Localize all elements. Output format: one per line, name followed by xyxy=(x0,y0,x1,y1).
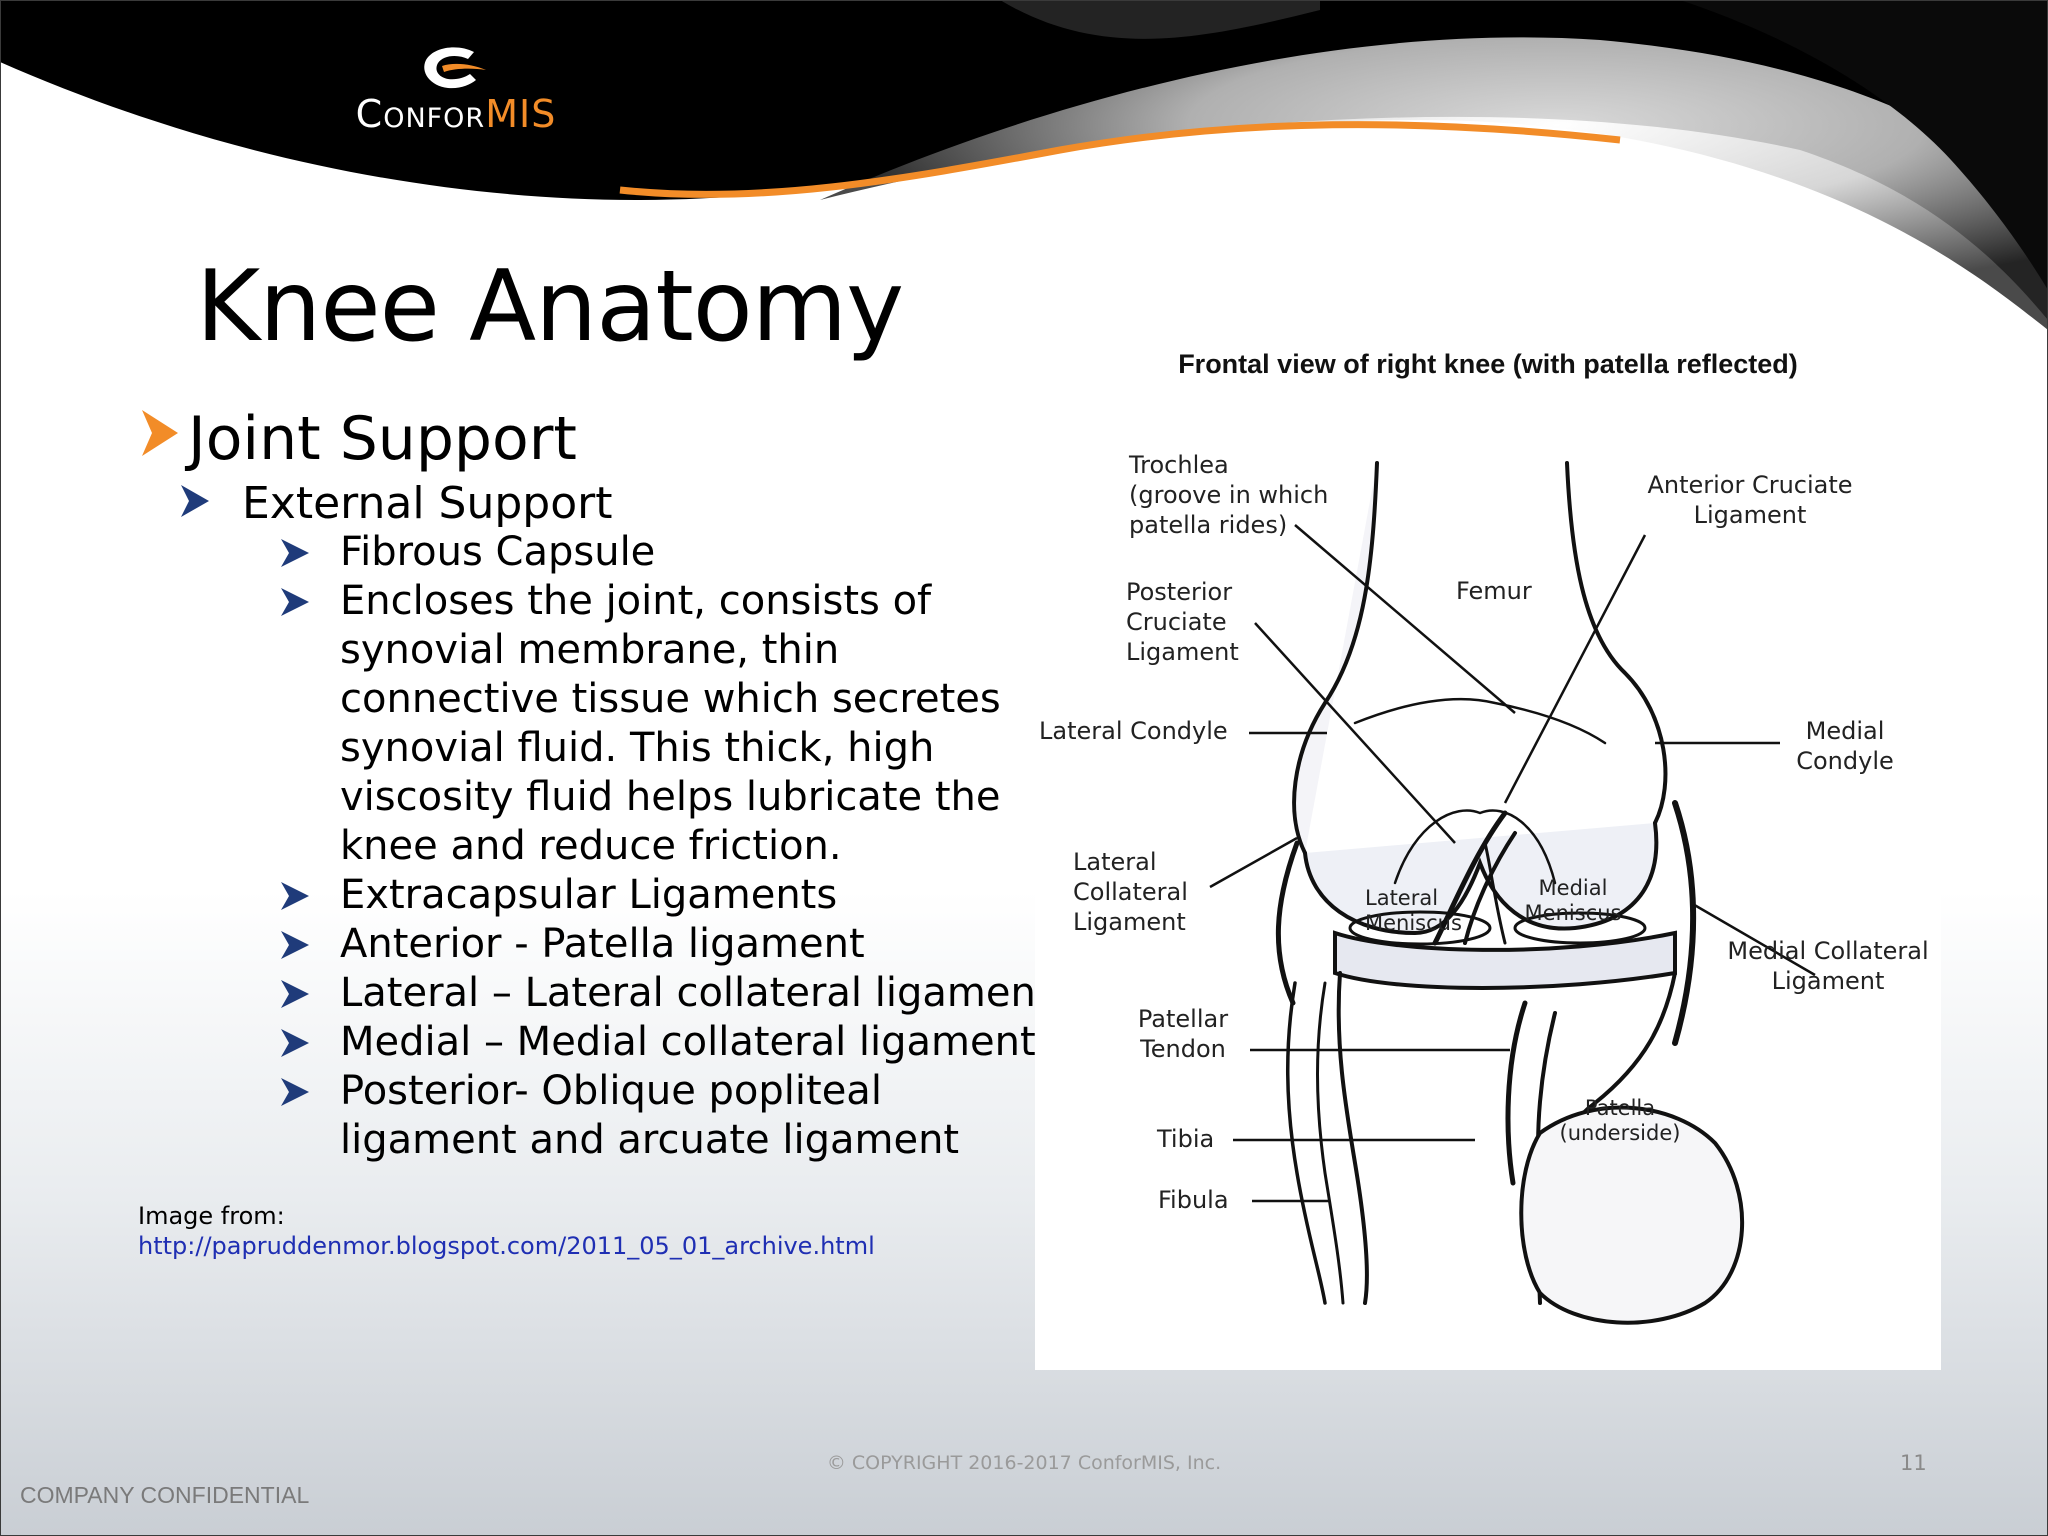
list-item-text: Extracapsular Ligaments xyxy=(340,872,838,918)
blue-arrow-bullet-icon xyxy=(181,485,209,517)
blue-arrow-bullet-icon xyxy=(281,1029,309,1057)
list-item-text: Fibrous Capsule xyxy=(340,529,656,575)
logo-mark-icon xyxy=(424,47,486,89)
list-item: Fibrous Capsule xyxy=(280,528,1040,577)
list-item-text: Encloses the joint, consists of synovial… xyxy=(340,578,1001,869)
conformis-logo: ConforMIS xyxy=(338,42,574,142)
bullet-level2: External Support xyxy=(180,478,612,529)
label-lateral-collateral-ligament: Lateral Collateral Ligament xyxy=(1073,848,1188,936)
header-banner xyxy=(0,0,2048,331)
blue-arrow-bullet-icon xyxy=(281,980,309,1008)
label-medial-meniscus: Medial Meniscus xyxy=(1524,876,1622,925)
blue-arrow-bullet-icon xyxy=(281,539,309,567)
bullet-level2-text: External Support xyxy=(242,478,613,529)
list-item-text: Anterior - Patella ligament xyxy=(340,921,865,967)
list-item-text: Medial – Medial collateral ligament xyxy=(340,1019,1036,1065)
label-medial-condyle: Medial Condyle xyxy=(1796,717,1894,775)
label-lateral-meniscus: Lateral Meniscus xyxy=(1365,886,1462,935)
knee-illustration xyxy=(1209,461,1816,1325)
list-item: Posterior- Oblique popliteal ligament an… xyxy=(280,1067,1040,1165)
list-item: Lateral – Lateral collateral ligament xyxy=(280,969,1051,1018)
slide-title: Knee Anatomy xyxy=(196,250,904,364)
page-number: 11 xyxy=(1900,1451,1927,1475)
bullet-level3-list: Fibrous Capsule Encloses the joint, cons… xyxy=(280,528,1051,1165)
label-tibia: Tibia xyxy=(1157,1125,1215,1153)
list-item-text: Posterior- Oblique popliteal ligament an… xyxy=(340,1068,960,1163)
label-medial-collateral-ligament: Medial Collateral Ligament xyxy=(1727,937,1929,995)
orange-arrow-bullet-icon xyxy=(142,410,178,456)
list-item: Encloses the joint, consists of synovial… xyxy=(280,577,1040,871)
bullet-level1-text: Joint Support xyxy=(188,404,577,474)
label-trochlea: Trochlea (groove in which patella rides) xyxy=(1129,451,1329,539)
bullet-level1: Joint Support xyxy=(140,404,577,474)
list-item: Extracapsular Ligaments xyxy=(280,871,1040,920)
label-femur: Femur xyxy=(1456,577,1532,605)
label-posterior-cruciate-ligament: Posterior Cruciate Ligament xyxy=(1126,578,1239,666)
blue-arrow-bullet-icon xyxy=(281,882,309,910)
label-anterior-cruciate-ligament: Anterior Cruciate Ligament xyxy=(1647,471,1853,529)
label-patella: Patella (underside) xyxy=(1559,1096,1681,1145)
list-item: Anterior - Patella ligament xyxy=(280,920,1040,969)
image-source-label: Image from: xyxy=(138,1202,285,1230)
knee-anatomy-figure: Frontal view of right knee (with patella… xyxy=(1035,343,1941,1370)
image-source-link[interactable]: http://papruddenmor.blogspot.com/2011_05… xyxy=(138,1232,875,1260)
figure-title: Frontal view of right knee (with patella… xyxy=(1178,349,1798,379)
blue-arrow-bullet-icon xyxy=(281,588,309,616)
list-item-text: Lateral – Lateral collateral ligament xyxy=(340,970,1052,1016)
blue-arrow-bullet-icon xyxy=(281,931,309,959)
list-item: Medial – Medial collateral ligament xyxy=(280,1018,1040,1067)
label-patellar-tendon: Patellar Tendon xyxy=(1137,1005,1229,1063)
blue-arrow-bullet-icon xyxy=(281,1078,309,1106)
footer-copyright: © COPYRIGHT 2016-2017 ConforMIS, Inc. xyxy=(826,1452,1222,1474)
logo-wordmark: ConforMIS xyxy=(355,92,557,136)
label-fibula: Fibula xyxy=(1158,1186,1229,1214)
label-lateral-condyle: Lateral Condyle xyxy=(1039,717,1228,745)
confidential-notice: COMPANY CONFIDENTIAL xyxy=(20,1482,310,1508)
